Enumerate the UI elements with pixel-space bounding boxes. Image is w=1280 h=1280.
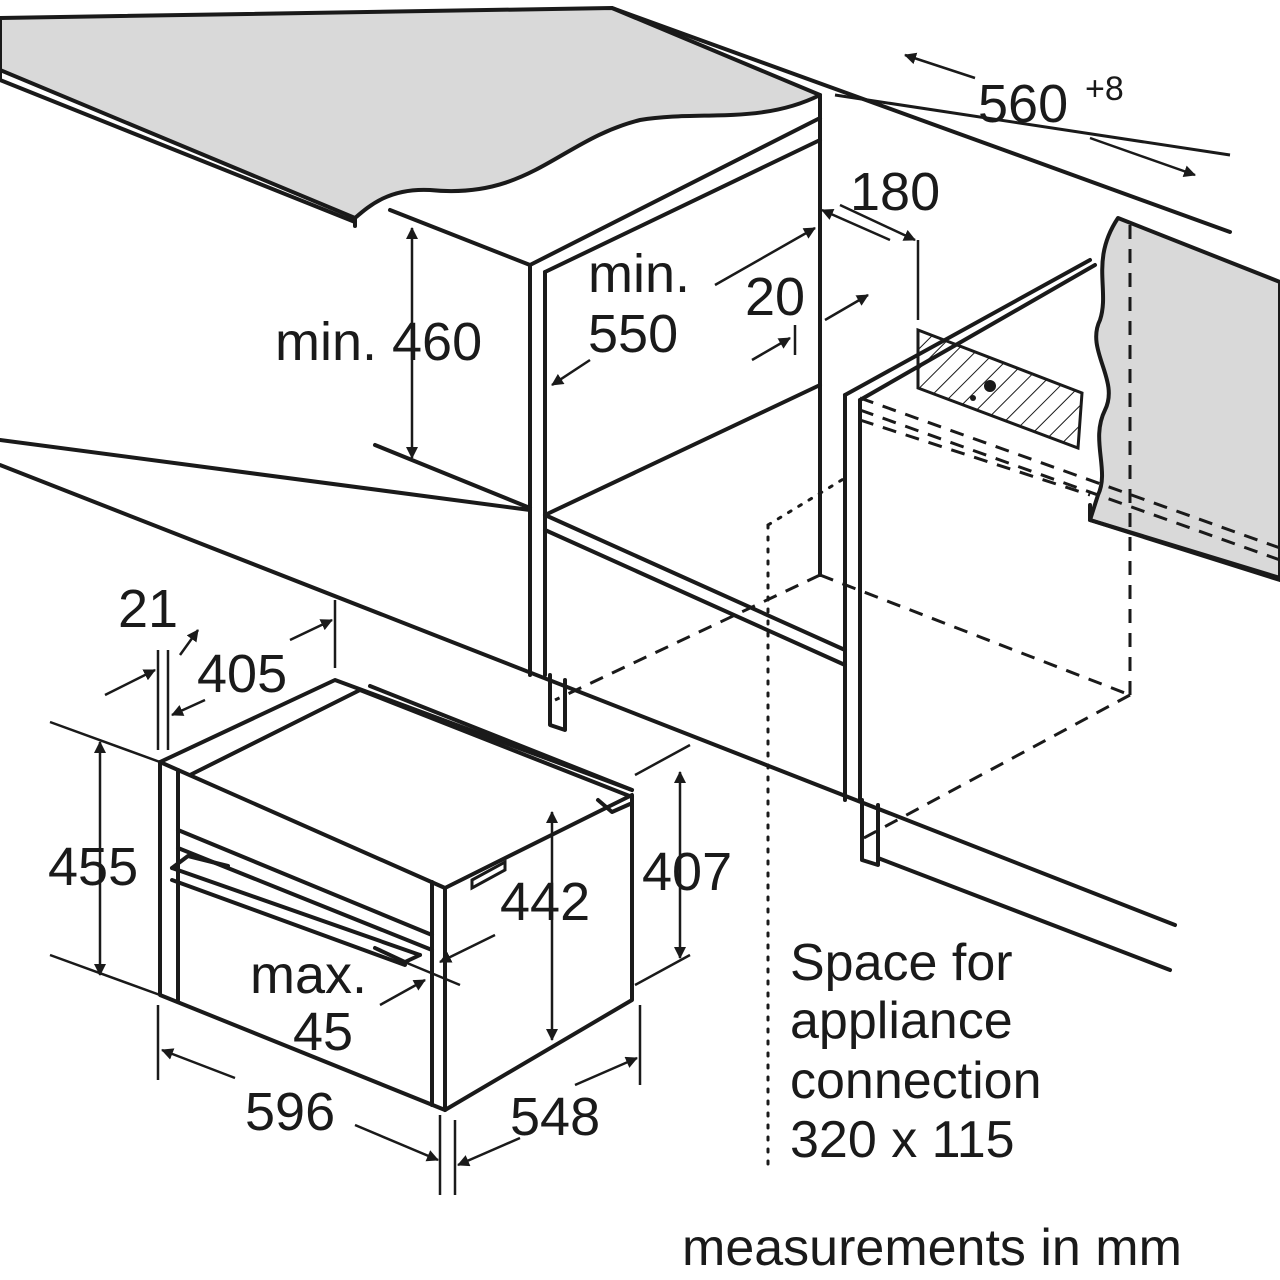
appliance-body — [158, 678, 634, 1112]
handle-label-1: max. — [250, 945, 367, 1005]
appliance-labels: 21 405 455 442 407 max. 45 596 548 — [48, 579, 732, 1147]
socket-area — [916, 327, 1084, 451]
front-width-label: 596 — [245, 1082, 335, 1142]
connection-space — [766, 476, 847, 1167]
top-depth-label: 405 — [197, 644, 287, 704]
niche-height-label: min. 460 — [275, 312, 482, 372]
connection-note-line-4: 320 x 115 — [790, 1111, 1015, 1169]
niche-hidden-lines — [554, 225, 1280, 842]
niche-depth-label-2: 550 — [588, 304, 678, 364]
front-height-label: 455 — [48, 837, 138, 897]
connection-note-line-2: appliance — [790, 992, 1013, 1050]
connection-note-line-3: connection — [790, 1052, 1042, 1110]
handle-label-2: 45 — [293, 1002, 353, 1062]
niche-labels: 560 +8 180 min. 550 20 min. 460 — [275, 70, 1124, 372]
depth-label: 548 — [510, 1087, 600, 1147]
rear-height-label: 407 — [642, 842, 732, 902]
connection-offset-label: 180 — [850, 162, 940, 222]
gap-label: 20 — [745, 267, 805, 327]
niche-width-label: 560 — [978, 74, 1068, 134]
niche-depth-label-1: min. — [588, 244, 690, 304]
niche-width-tolerance: +8 — [1085, 70, 1124, 108]
dimension-lines — [49, 52, 1196, 1195]
connection-note-line-1: Space for — [790, 934, 1013, 992]
connection-note: Space for appliance connection 320 x 115 — [790, 934, 1042, 1169]
units-note: measurements in mm — [682, 1219, 1182, 1277]
front-offset-label: 21 — [118, 579, 178, 639]
countertop-right — [1088, 216, 1280, 582]
countertop-left — [0, 6, 822, 228]
body-height-label: 442 — [500, 872, 590, 932]
